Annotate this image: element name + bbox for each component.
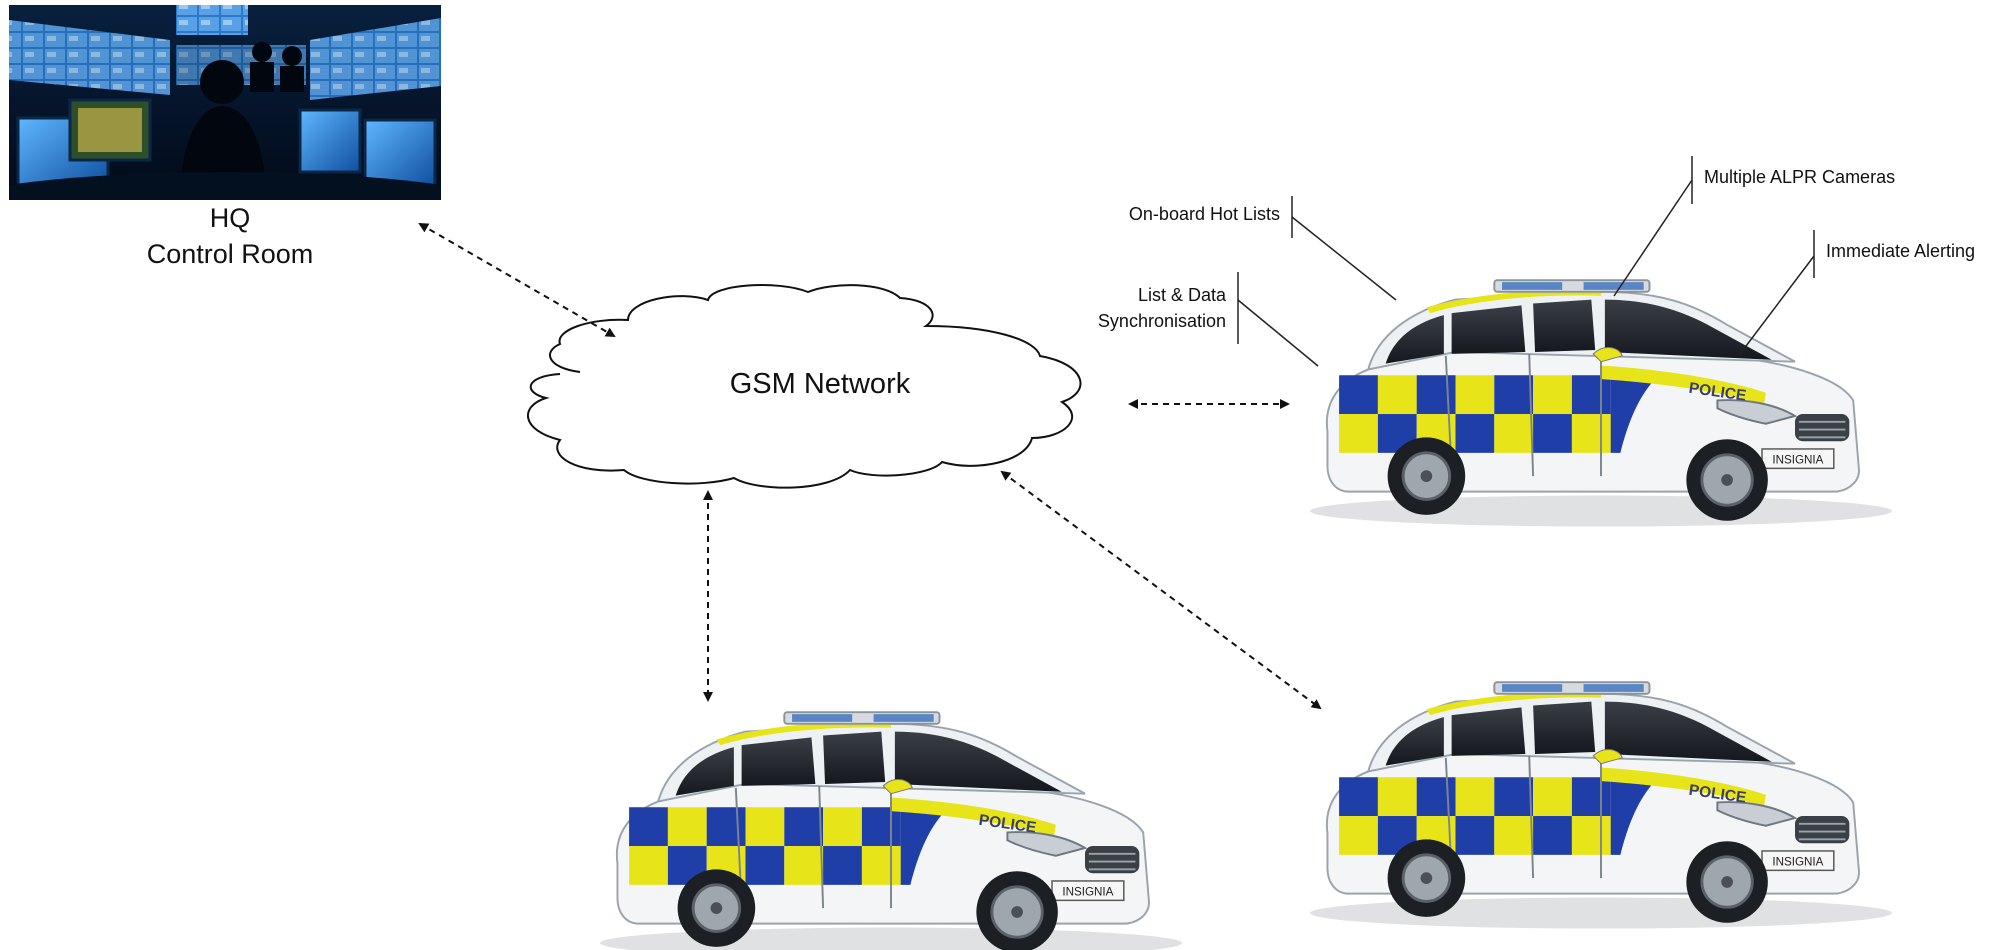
hq-network-link bbox=[418, 223, 616, 337]
police-car-icon bbox=[598, 710, 1184, 950]
callout-sync-line1: List & Data bbox=[1137, 285, 1226, 305]
control-room-photo bbox=[9, 5, 441, 200]
cloud-icon bbox=[527, 284, 1082, 489]
hq-label: HQ Control Room bbox=[124, 200, 336, 272]
callout-alerting: Immediate Alerting bbox=[1826, 241, 1976, 261]
network-label: GSM Network bbox=[729, 368, 911, 400]
callout-cameras: Multiple ALPR Cameras bbox=[1704, 167, 1896, 187]
hq-label-line1: HQ bbox=[209, 203, 251, 233]
callout-sync-line2: Synchronisation bbox=[1097, 311, 1226, 331]
police-car-icon bbox=[1308, 278, 1894, 529]
network-car3-link bbox=[1000, 470, 1322, 710]
hq-label-line2: Control Room bbox=[146, 239, 314, 269]
police-car-icon bbox=[1308, 680, 1894, 931]
callout-hot-lists: On-board Hot Lists bbox=[1128, 204, 1280, 224]
callout-sync: List & Data Synchronisation bbox=[1050, 282, 1226, 334]
callout-lines bbox=[1237, 156, 1815, 367]
